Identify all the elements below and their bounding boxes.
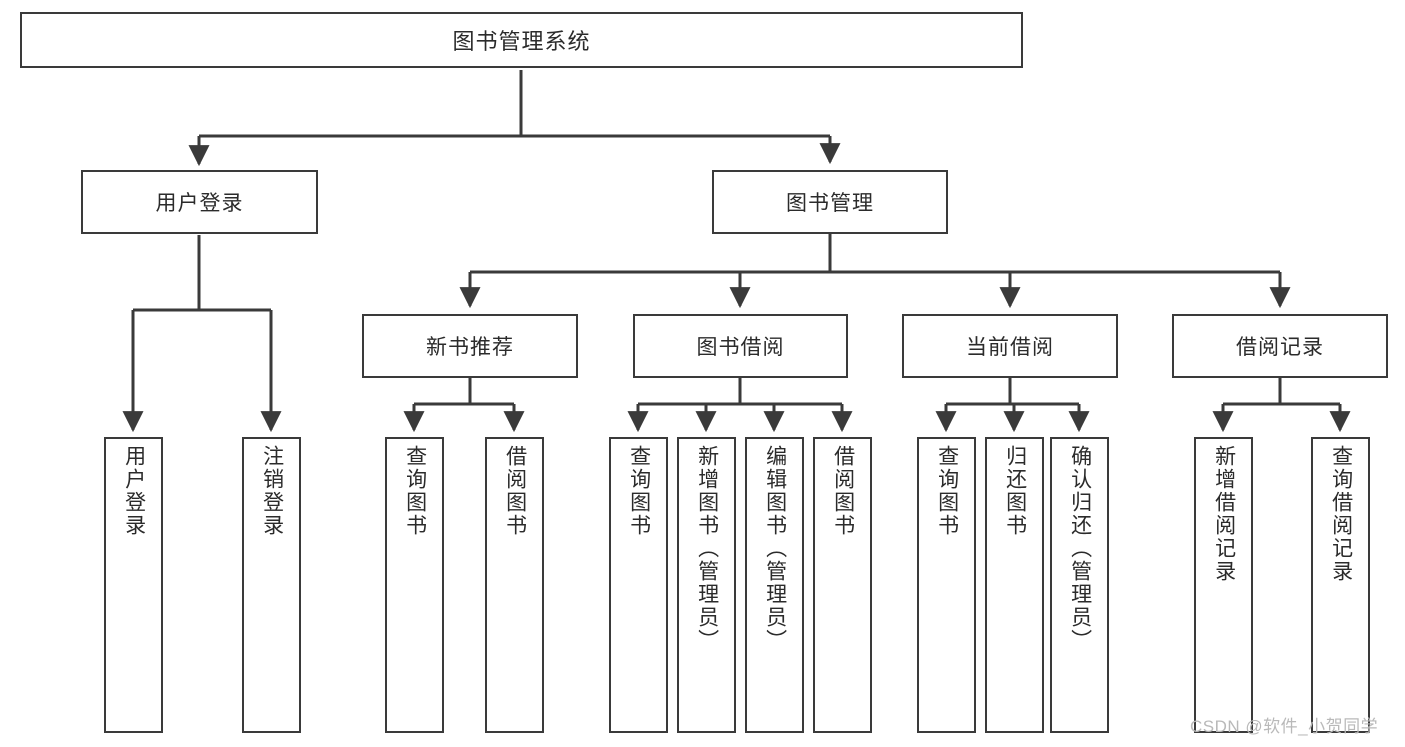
leaf-edit-book-admin[interactable]: 编辑图书（管理员） <box>745 437 804 733</box>
leaf-user-login[interactable]: 用户登录 <box>104 437 163 733</box>
leaf-query-book-current[interactable]: 查询图书 <box>917 437 976 733</box>
node-user-login[interactable]: 用户登录 <box>81 170 318 234</box>
leaf-confirm-return-admin[interactable]: 确认归还（管理员） <box>1050 437 1109 733</box>
leaf-label: 查询借阅记录 <box>1329 445 1353 583</box>
leaf-label: 查询图书 <box>403 445 427 537</box>
leaf-label: 查询图书 <box>627 445 651 537</box>
leaf-logout[interactable]: 注销登录 <box>242 437 301 733</box>
leaf-query-borrow-record[interactable]: 查询借阅记录 <box>1311 437 1370 733</box>
leaf-label: 归还图书 <box>1003 445 1027 537</box>
leaf-borrow-book-recommend[interactable]: 借阅图书 <box>485 437 544 733</box>
leaf-query-book-recommend[interactable]: 查询图书 <box>385 437 444 733</box>
node-current-borrow[interactable]: 当前借阅 <box>902 314 1118 378</box>
leaf-label: 注销登录 <box>260 445 284 537</box>
leaf-borrow-book[interactable]: 借阅图书 <box>813 437 872 733</box>
leaf-query-book-borrow[interactable]: 查询图书 <box>609 437 668 733</box>
leaf-add-borrow-record[interactable]: 新增借阅记录 <box>1194 437 1253 733</box>
leaf-return-book[interactable]: 归还图书 <box>985 437 1044 733</box>
leaf-label: 编辑图书（管理员） <box>763 445 787 652</box>
leaf-label: 查询图书 <box>935 445 959 537</box>
leaf-label: 借阅图书 <box>503 445 527 537</box>
leaf-label: 用户登录 <box>122 445 146 537</box>
node-borrow-record[interactable]: 借阅记录 <box>1172 314 1388 378</box>
leaf-label: 确认归还（管理员） <box>1068 445 1092 652</box>
node-book-borrow[interactable]: 图书借阅 <box>633 314 848 378</box>
leaf-add-book-admin[interactable]: 新增图书（管理员） <box>677 437 736 733</box>
leaf-label: 新增图书（管理员） <box>695 445 719 652</box>
node-new-book-recommend[interactable]: 新书推荐 <box>362 314 578 378</box>
node-book-management[interactable]: 图书管理 <box>712 170 948 234</box>
leaf-label: 借阅图书 <box>831 445 855 537</box>
leaf-label: 新增借阅记录 <box>1212 445 1236 583</box>
node-root[interactable]: 图书管理系统 <box>20 12 1023 68</box>
